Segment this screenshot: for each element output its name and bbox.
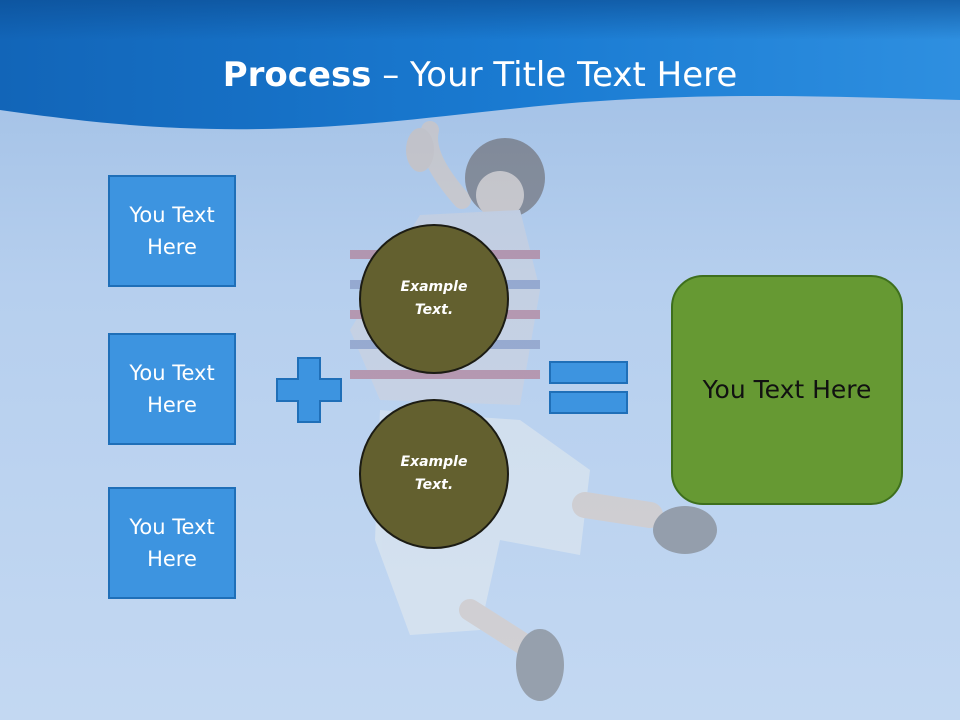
example-circle-1: Example Text. <box>359 224 509 374</box>
plus-icon <box>276 357 342 423</box>
input-box-3: You Text Here <box>108 487 236 599</box>
input-box-label: You Text Here <box>129 361 215 417</box>
title-rest: – Your Title Text Here <box>371 55 738 95</box>
result-label: You Text Here <box>702 375 872 404</box>
title-bold: Process <box>222 55 372 95</box>
result-box: You Text Here <box>671 275 903 505</box>
input-box-1: You Text Here <box>108 175 236 287</box>
example-circle-2: Example Text. <box>359 399 509 549</box>
input-box-label: You Text Here <box>129 515 215 571</box>
slide-title: Process – Your Title Text Here <box>0 52 960 98</box>
header-band <box>0 0 960 130</box>
input-box-2: You Text Here <box>108 333 236 445</box>
circle-label: Example Text. <box>400 279 468 318</box>
equals-icon <box>549 361 628 414</box>
circle-label: Example Text. <box>400 454 468 493</box>
input-box-label: You Text Here <box>129 203 215 259</box>
